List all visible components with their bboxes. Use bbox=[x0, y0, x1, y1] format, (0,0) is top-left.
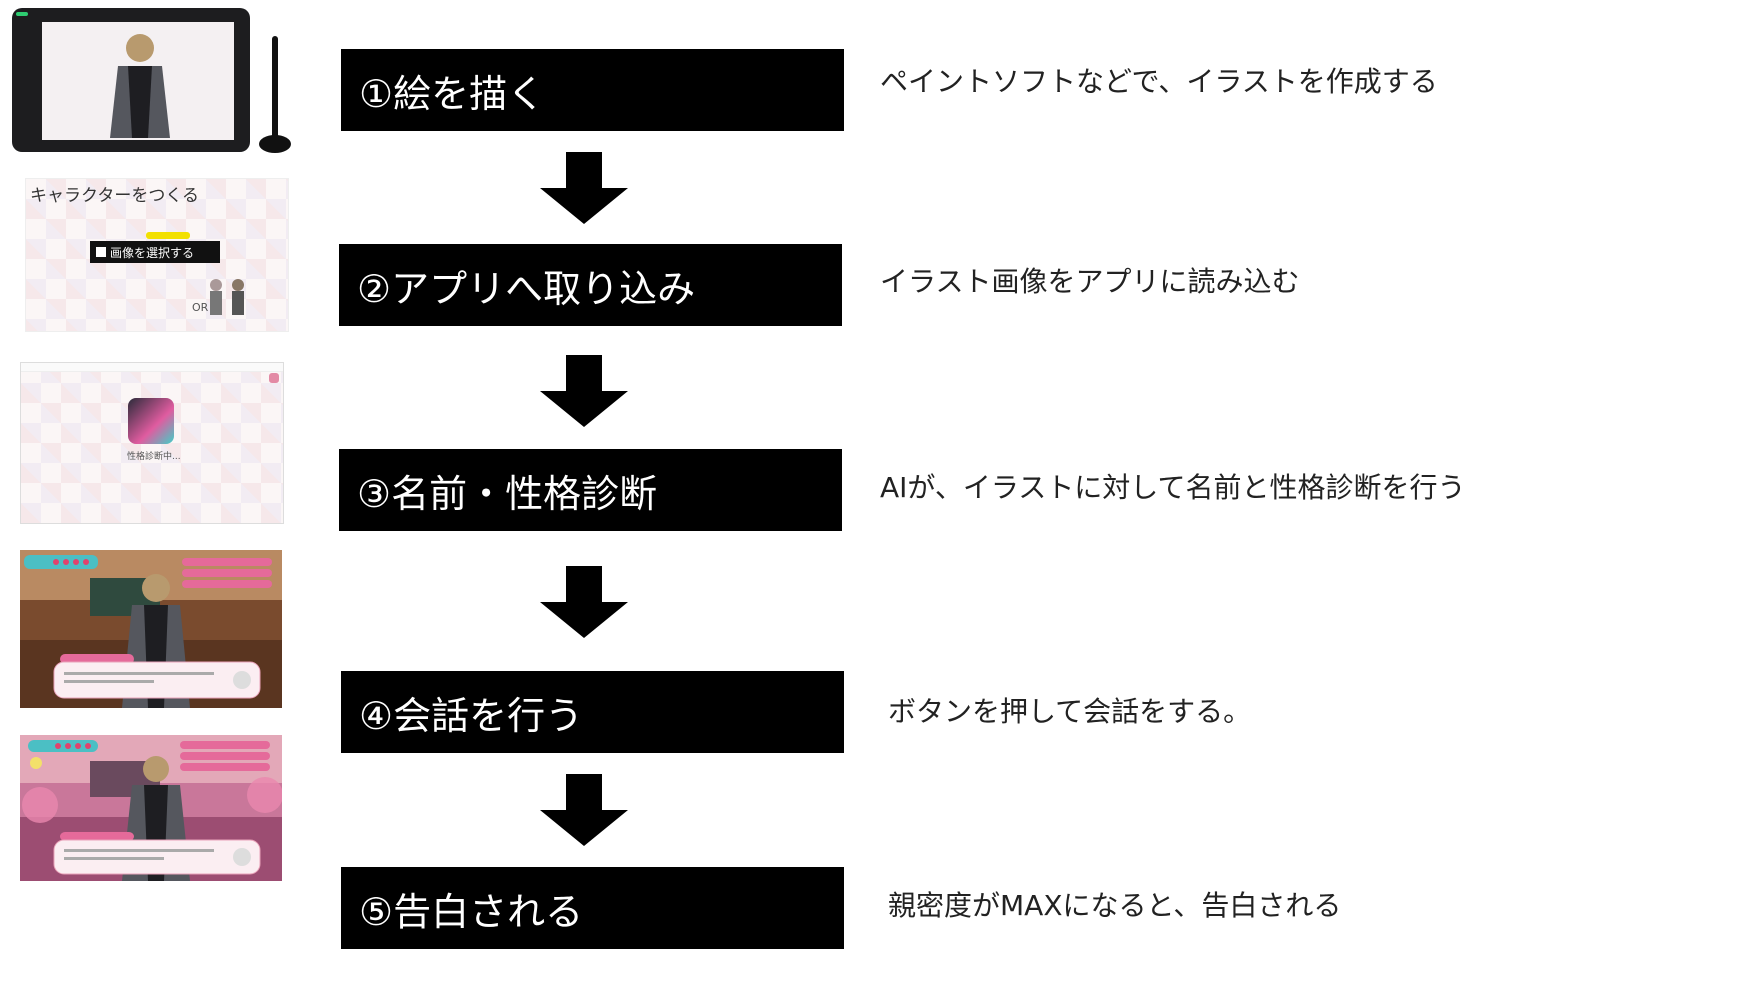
step-1-box: ①絵を描く bbox=[341, 49, 844, 131]
down-arrow-icon bbox=[540, 774, 628, 846]
down-arrow-icon bbox=[540, 152, 628, 224]
step-5-label: ⑤告白される bbox=[359, 889, 584, 934]
yellow-tag bbox=[146, 232, 190, 239]
step-1-description: ペイントソフトなどで、イラストを作成する bbox=[880, 65, 1438, 98]
select-image-button[interactable]: 画像を選択する bbox=[90, 241, 220, 263]
character-create-screenshot: キャラクターをつくる 画像を選択する OR bbox=[25, 178, 289, 332]
step-4-description: ボタンを押して会話をする。 bbox=[888, 695, 1252, 728]
step-3-label: ③名前・性格診断 bbox=[357, 471, 658, 516]
down-arrow-icon bbox=[540, 355, 628, 427]
select-image-label: 画像を選択する bbox=[110, 245, 195, 260]
step-5-description: 親密度がMAXになると、告白される bbox=[888, 889, 1342, 922]
diagnosing-caption: 性格診断中... bbox=[127, 452, 181, 462]
confession-screenshot bbox=[20, 735, 282, 881]
step-2-label: ②アプリへ取り込み bbox=[357, 266, 696, 311]
window-titlebar bbox=[21, 363, 283, 372]
step-3-description: AIが、イラストに対して名前と性格診断を行う bbox=[880, 471, 1466, 504]
step-5-box: ⑤告白される bbox=[341, 867, 844, 949]
step-3-box: ③名前・性格診断 bbox=[339, 449, 842, 531]
settings-icon[interactable] bbox=[269, 373, 279, 383]
step-2-description: イラスト画像をアプリに読み込む bbox=[880, 265, 1300, 298]
diagnosis-screenshot: 性格診断中... bbox=[20, 362, 284, 524]
image-icon bbox=[96, 247, 106, 257]
step-1-label: ①絵を描く bbox=[359, 71, 546, 116]
create-character-title: キャラクターをつくる bbox=[30, 186, 199, 206]
drawing-tablet-image bbox=[10, 6, 300, 156]
step-2-box: ②アプリへ取り込み bbox=[339, 244, 842, 326]
sample-characters bbox=[210, 279, 244, 315]
step-4-label: ④会話を行う bbox=[359, 693, 584, 738]
character-icon bbox=[128, 398, 174, 444]
or-label: OR bbox=[192, 301, 209, 314]
conversation-screenshot bbox=[20, 550, 282, 708]
down-arrow-icon bbox=[540, 566, 628, 638]
step-4-box: ④会話を行う bbox=[341, 671, 844, 753]
